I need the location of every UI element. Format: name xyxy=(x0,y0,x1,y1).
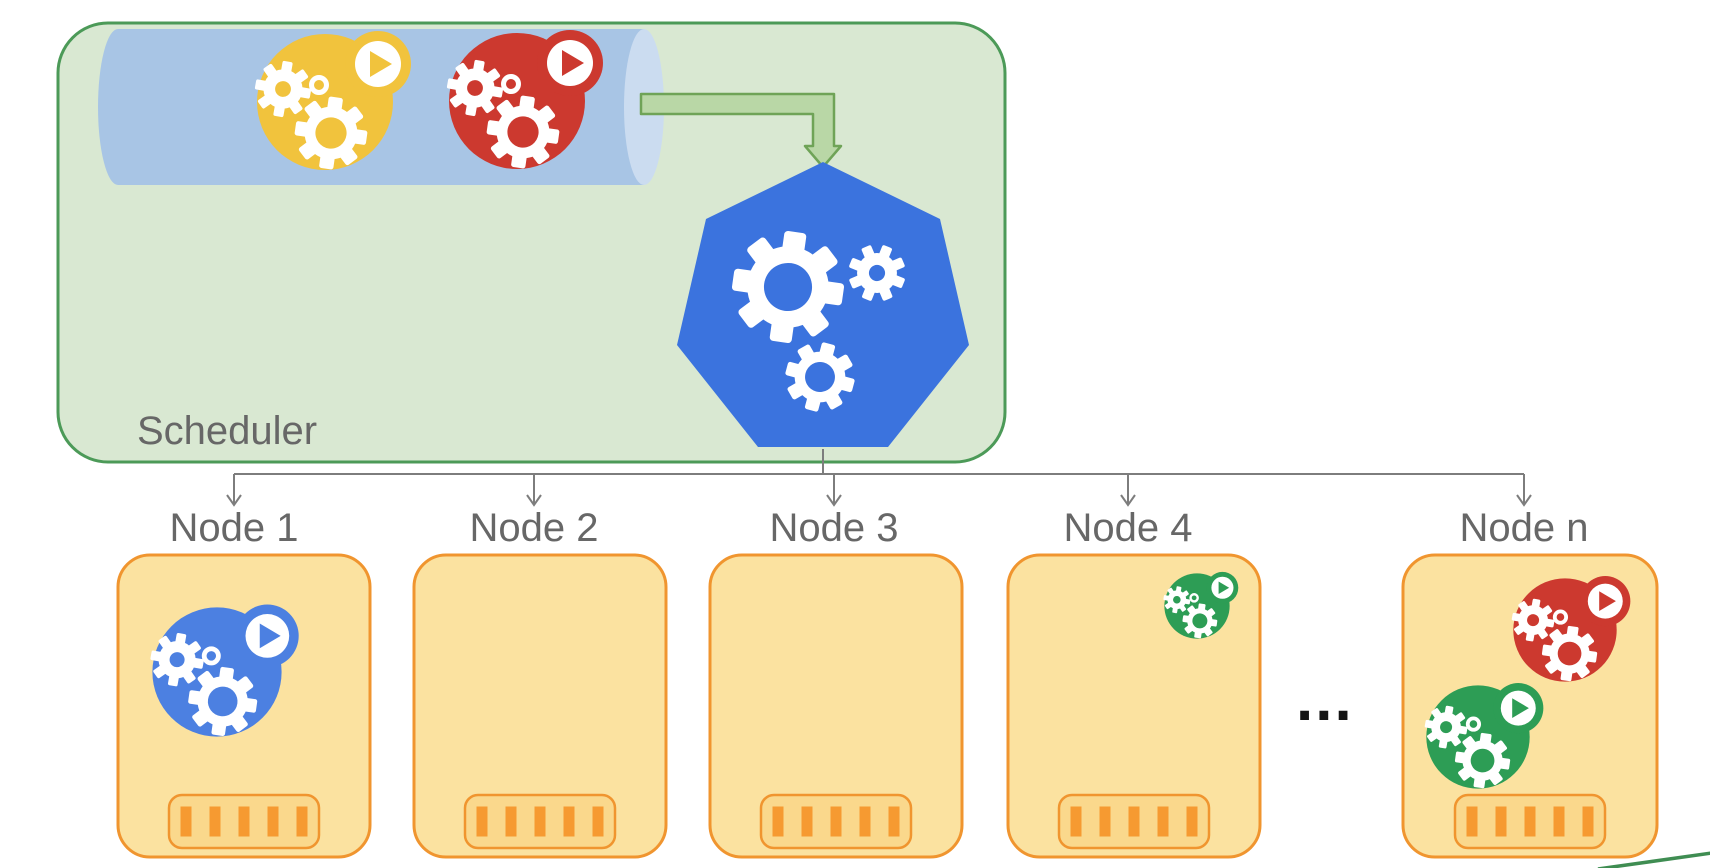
kubernetes-logo-icon xyxy=(677,162,969,447)
queue-to-scheduler-arrow xyxy=(639,92,843,169)
scheduler-to-nodes-connector xyxy=(233,449,1525,503)
scheduler-label: Scheduler xyxy=(137,409,317,453)
memory-icon xyxy=(463,793,617,850)
node-1-box xyxy=(116,553,372,859)
node-n-label: Node n xyxy=(1460,506,1589,550)
node-1-label: Node 1 xyxy=(170,506,299,550)
memory-icon xyxy=(759,793,913,850)
node-3-box xyxy=(708,553,964,859)
node-2-label: Node 2 xyxy=(470,506,599,550)
memory-icon xyxy=(1453,793,1607,850)
node-3-label: Node 3 xyxy=(770,506,899,550)
node-n-box xyxy=(1401,553,1659,859)
node-2-box xyxy=(412,553,668,859)
memory-icon xyxy=(1057,793,1211,850)
partial-shape-bottom-right xyxy=(1597,851,1710,868)
node-4-label: Node 4 xyxy=(1064,506,1193,550)
more-nodes-ellipsis: ... xyxy=(1296,665,1354,734)
memory-icon xyxy=(167,793,321,850)
node-4-box xyxy=(1006,553,1262,859)
